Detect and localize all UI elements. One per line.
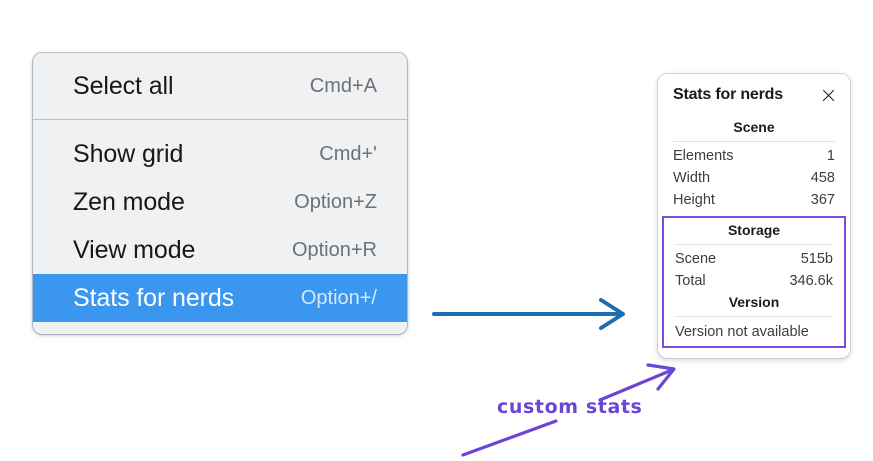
stats-row: Total 346.6k: [664, 270, 844, 292]
purple-underline-stroke: [461, 419, 558, 457]
stats-for-nerds-panel: Stats for nerds Scene Elements 1 Width 4…: [658, 74, 850, 358]
menu-group-1: Select all Cmd+A: [33, 62, 407, 119]
stats-row-value: 515b: [800, 251, 833, 267]
section-title: Scene: [733, 119, 775, 135]
menu-item-shortcut: Option+Z: [294, 191, 377, 213]
version-text: Version not available: [675, 324, 809, 340]
menu-item-shortcut: Option+/: [300, 287, 377, 309]
menu-item-label: Zen mode: [73, 187, 185, 216]
menu-item-label: Select all: [73, 71, 174, 100]
menu-item-label: Show grid: [73, 139, 184, 168]
section-rule: [673, 141, 835, 142]
stats-row-value: 367: [810, 192, 835, 208]
stats-row: Elements 1: [658, 145, 850, 167]
stats-row-key: Height: [673, 192, 715, 208]
menu-item-view-mode[interactable]: View mode Option+R: [33, 226, 407, 274]
stats-row-value: 346.6k: [789, 273, 833, 289]
close-icon[interactable]: [821, 88, 836, 103]
purple-arrow-icon: [598, 363, 676, 402]
menu-item-shortcut: Option+R: [291, 239, 377, 261]
stats-panel-header: Stats for nerds: [658, 86, 850, 104]
menu-group-2: Show grid Cmd+' Zen mode Option+Z View m…: [33, 120, 407, 322]
menu-item-show-grid[interactable]: Show grid Cmd+': [33, 130, 407, 178]
context-menu[interactable]: Select all Cmd+A Show grid Cmd+' Zen mod…: [33, 53, 407, 334]
stats-panel-title: Stats for nerds: [673, 86, 783, 103]
stats-section-version: Version Version not available: [664, 292, 844, 342]
menu-item-label: View mode: [73, 235, 196, 264]
blue-arrow-icon: [432, 298, 625, 330]
stats-row: Width 458: [658, 167, 850, 189]
stats-row-key: Width: [673, 170, 711, 186]
stats-row-key: Total: [675, 273, 706, 289]
annotation-label: custom stats: [497, 396, 643, 418]
stats-row-key: Scene: [675, 251, 717, 267]
menu-item-stats-for-nerds[interactable]: Stats for nerds Option+/: [33, 274, 407, 322]
stats-section-storage: Storage Scene 515b Total 346.6k: [664, 220, 844, 292]
menu-item-shortcut: Cmd+': [319, 143, 377, 165]
stats-row: Height 367: [658, 189, 850, 211]
menu-item-select-all[interactable]: Select all Cmd+A: [33, 62, 407, 110]
menu-item-label: Stats for nerds: [73, 283, 235, 312]
custom-stats-highlight-box: Storage Scene 515b Total 346.6k Version …: [662, 216, 846, 348]
section-title: Storage: [727, 222, 781, 238]
stats-row: Scene 515b: [664, 248, 844, 270]
stats-row-key: Elements: [673, 148, 734, 164]
menu-item-shortcut: Cmd+A: [309, 75, 377, 97]
stats-section-scene: Scene Elements 1 Width 458 Height 367: [658, 117, 850, 211]
stats-row-value: 1: [826, 148, 835, 164]
stats-row-value: 458: [810, 170, 835, 186]
section-rule: [675, 316, 833, 317]
menu-item-zen-mode[interactable]: Zen mode Option+Z: [33, 178, 407, 226]
section-rule: [675, 244, 833, 245]
menu-divider: [33, 119, 407, 120]
section-title: Version: [728, 294, 780, 310]
